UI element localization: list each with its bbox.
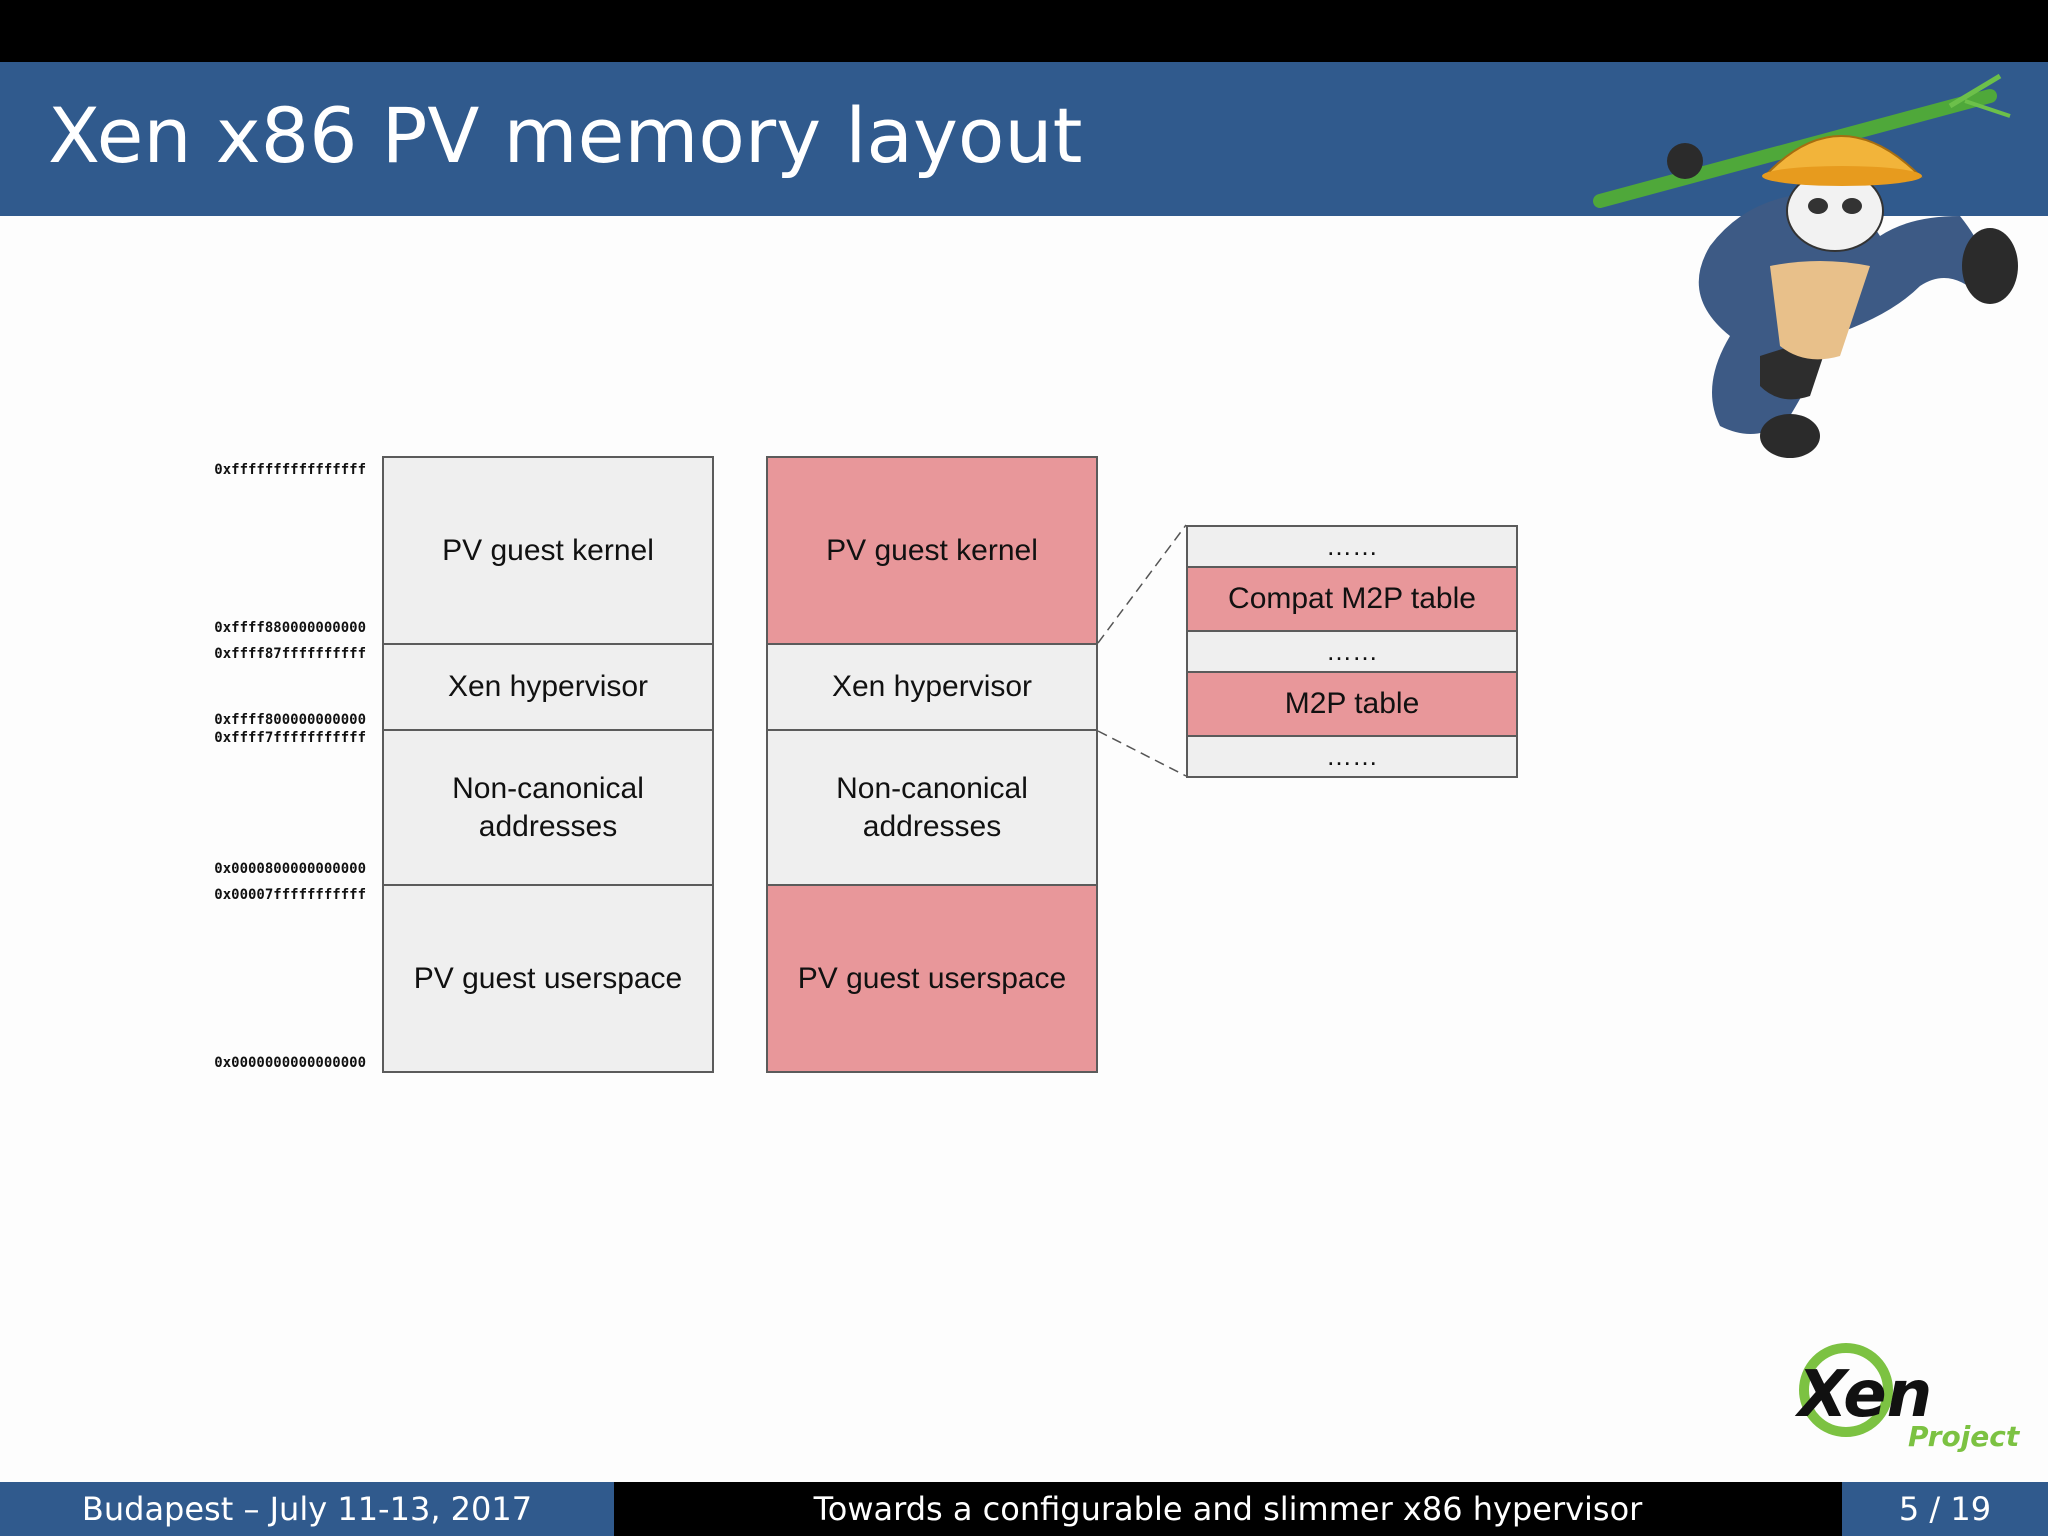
memory-region-xen-hypervisor: Xen hypervisor — [766, 643, 1098, 731]
region-label: PV guest userspace — [413, 961, 683, 995]
zoom-region-m2p: M2P table — [1186, 671, 1518, 737]
logo-sub: Project — [1908, 1420, 2021, 1453]
address-label: 0xffff880000000000 — [214, 620, 366, 636]
logo-word: Xen — [1794, 1358, 1932, 1432]
region-label: Non-canonical addresses — [836, 772, 1028, 843]
memory-region-guest-kernel: PV guest kernel — [382, 456, 714, 645]
memory-region-guest-kernel: PV guest kernel — [766, 456, 1098, 645]
zoom-region-ellipsis: …… — [1186, 735, 1518, 778]
memory-region-non-canonical: Non-canonical addresses — [766, 729, 1098, 886]
region-label: Xen hypervisor — [447, 670, 649, 704]
footer-location: Budapest – July 11-13, 2017 — [0, 1482, 614, 1536]
zoom-region-ellipsis: …… — [1186, 630, 1518, 673]
slide-title: Xen x86 PV memory layout — [48, 91, 1083, 180]
zoom-region-ellipsis: …… — [1186, 525, 1518, 568]
footer-talk-title: Towards a configurable and slimmer x86 h… — [614, 1482, 1842, 1536]
address-label: 0x00007fffffffffff — [214, 887, 366, 903]
address-label: 0x0000000000000000 — [214, 1055, 366, 1071]
region-label: Xen hypervisor — [831, 670, 1033, 704]
panda-mascot-icon — [1593, 73, 2018, 458]
address-label: 0x0000800000000000 — [214, 861, 366, 877]
address-label: 0xffff800000000000 — [214, 712, 366, 728]
region-label: PV guest kernel — [442, 533, 654, 567]
region-label: PV guest userspace — [797, 961, 1067, 995]
address-label: 0xffffffffffffffff — [214, 462, 366, 478]
address-label: 0xffff87ffffffffff — [214, 646, 366, 662]
title-bar — [0, 62, 2048, 216]
region-label: PV guest kernel — [826, 533, 1038, 567]
zoom-region-compat-m2p: Compat M2P table — [1186, 566, 1518, 632]
memory-region-guest-userspace: PV guest userspace — [382, 884, 714, 1073]
address-label: 0xffff7fffffffffff — [214, 730, 366, 746]
memory-region-guest-userspace: PV guest userspace — [766, 884, 1098, 1073]
region-label: Non-canonical addresses — [452, 772, 644, 843]
xen-project-logo: Xen Project — [1794, 1343, 2021, 1453]
footer-page-number: 5 / 19 — [1842, 1482, 2048, 1536]
